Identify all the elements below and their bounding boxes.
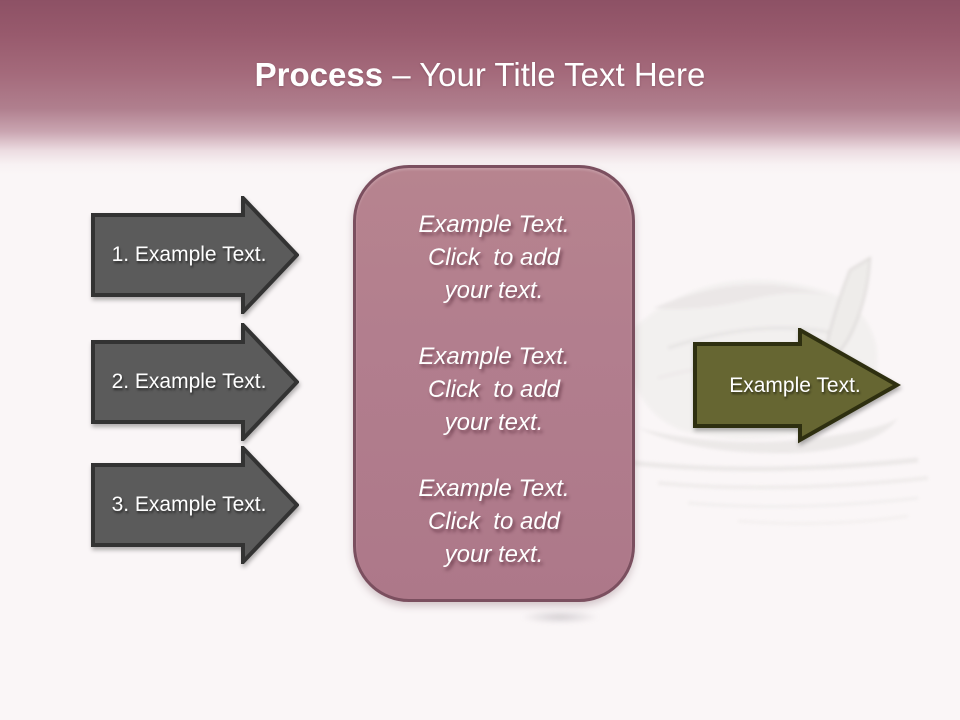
step-arrow-2-label: 2. Example Text. bbox=[111, 370, 267, 393]
text-block-1[interactable]: Example Text. Click to add your text. bbox=[418, 208, 569, 307]
title-band bbox=[0, 0, 960, 175]
center-text-box[interactable]: Example Text. Click to add your text. Ex… bbox=[353, 165, 635, 602]
step-arrow-2[interactable]: 2. Example Text. bbox=[91, 323, 299, 441]
text-block-1-line-2: Click to add bbox=[427, 244, 561, 271]
page-title-keyword: Process bbox=[254, 56, 384, 93]
step-arrow-3[interactable]: 3. Example Text. bbox=[91, 446, 299, 564]
text-block-3[interactable]: Example Text. Click to add your text. bbox=[418, 472, 569, 571]
box-reflection-smudge bbox=[520, 610, 600, 624]
text-block-2[interactable]: Example Text. Click to add your text. bbox=[418, 340, 569, 439]
result-arrow-label: Example Text. bbox=[729, 374, 861, 397]
text-block-1-line-3: your text. bbox=[444, 277, 544, 304]
text-block-3-line-1: Example Text. bbox=[418, 475, 570, 502]
page-title-subtitle: – Your Title Text Here bbox=[383, 56, 706, 93]
text-block-3-line-2: Click to add bbox=[427, 508, 561, 535]
page-title[interactable]: Process – Your Title Text Here bbox=[0, 55, 960, 95]
text-block-3-line-3: your text. bbox=[444, 541, 544, 568]
text-block-2-line-3: your text. bbox=[444, 409, 544, 436]
step-arrow-1-label: 1. Example Text. bbox=[111, 243, 267, 266]
text-block-2-line-2: Click to add bbox=[427, 376, 561, 403]
result-arrow[interactable]: Example Text. bbox=[693, 328, 901, 444]
step-arrow-3-label: 3. Example Text. bbox=[111, 493, 267, 516]
text-block-1-line-1: Example Text. bbox=[418, 211, 570, 238]
step-arrow-1[interactable]: 1. Example Text. bbox=[91, 196, 299, 314]
text-block-2-line-1: Example Text. bbox=[418, 343, 570, 370]
